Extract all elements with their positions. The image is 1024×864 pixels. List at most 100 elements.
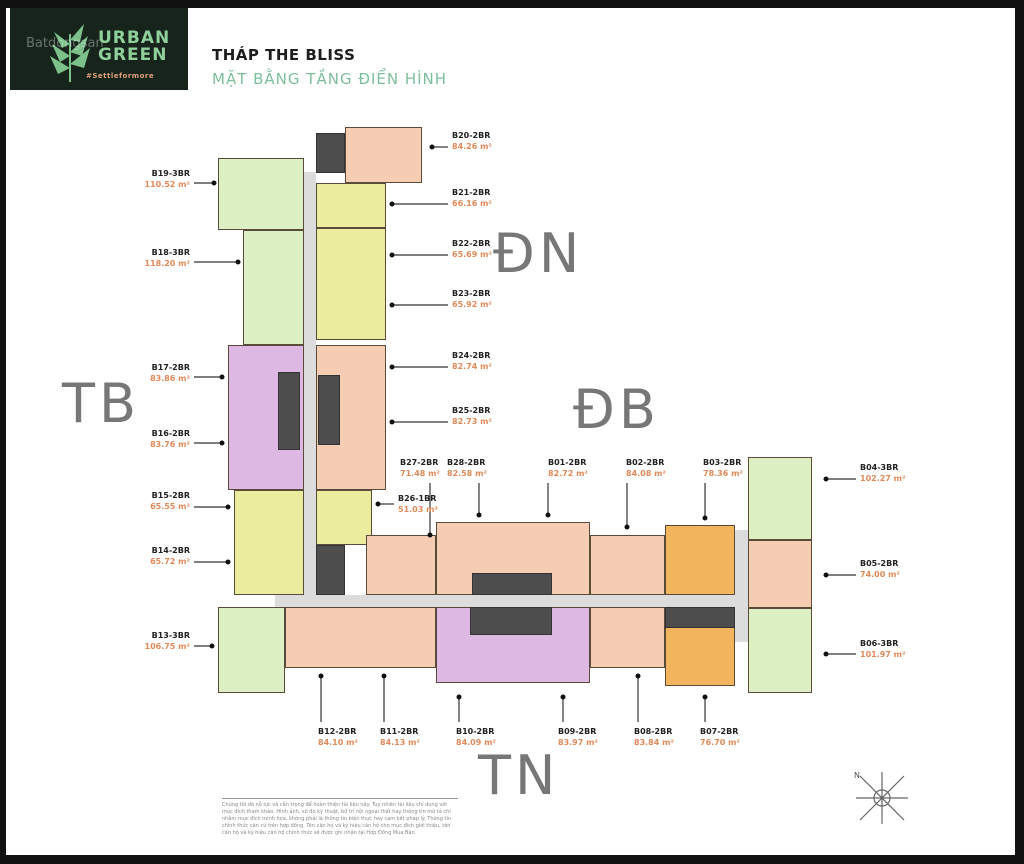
unit-block: [590, 607, 665, 668]
unit-name: B20-2BR: [452, 131, 491, 140]
direction-dn: ĐN: [493, 222, 584, 285]
pointer-dot: [823, 476, 829, 482]
pointer-dot: [702, 515, 708, 521]
unit-area: 82.74 m²: [452, 362, 492, 371]
core-block: [316, 133, 345, 173]
direction-db: ĐB: [573, 378, 660, 441]
compass-north-label: N: [854, 771, 860, 780]
pointer-dot: [225, 559, 231, 565]
unit-block: [748, 608, 812, 693]
pointer-dot: [225, 504, 231, 510]
pointer-dot: [429, 144, 435, 150]
unit-area: 106.75 m²: [144, 642, 191, 651]
unit-area: 71.48 m²: [400, 469, 440, 478]
unit-name: B23-2BR: [452, 289, 491, 298]
direction-tb: TB: [62, 372, 141, 435]
pointer-dot: [318, 673, 324, 679]
core-block: [318, 375, 340, 445]
unit-name: B03-2BR: [703, 458, 742, 467]
pointer-dot: [389, 201, 395, 207]
corridor: [275, 595, 750, 607]
unit-name: B27-2BR: [400, 458, 439, 467]
leaf-icon: [50, 24, 90, 82]
pointer-dot: [476, 512, 482, 518]
unit-area: 83.97 m²: [558, 738, 598, 747]
unit-name: B18-3BR: [151, 248, 190, 257]
unit-name: B12-2BR: [318, 727, 357, 736]
unit-area: 84.13 m²: [380, 738, 420, 747]
unit-label-b09: B09-2BR 83.97 m²: [558, 726, 598, 748]
unit-area: 82.58 m²: [447, 469, 487, 478]
unit-block: [366, 535, 436, 595]
unit-name: B21-2BR: [452, 188, 491, 197]
pointer-dot: [375, 501, 381, 507]
core-block: [665, 607, 735, 628]
unit-name: B09-2BR: [558, 727, 597, 736]
unit-name: B28-2BR: [447, 458, 486, 467]
unit-label-b27: B27-2BR 71.48 m²: [400, 457, 440, 479]
unit-block: [285, 607, 436, 668]
core-block: [316, 545, 345, 595]
unit-area: 110.52 m²: [144, 180, 191, 189]
unit-name: B07-2BR: [700, 727, 739, 736]
pointer-dot: [209, 643, 215, 649]
unit-label-b04: B04-3BR 102.27 m²: [860, 462, 906, 484]
unit-area: 82.73 m²: [452, 417, 492, 426]
unit-area: 83.84 m²: [634, 738, 674, 747]
unit-area: 83.86 m²: [150, 374, 190, 383]
pointer-dot: [545, 512, 551, 518]
pointer-dot: [235, 259, 241, 265]
unit-area: 102.27 m²: [860, 474, 906, 483]
watermark: Batdongsan: [26, 36, 104, 51]
unit-area: 65.72 m²: [150, 557, 190, 566]
corridor: [735, 530, 748, 642]
unit-area: 84.08 m²: [626, 469, 666, 478]
unit-label-b02: B02-2BR 84.08 m²: [626, 457, 666, 479]
unit-area: 51.03 m²: [398, 505, 438, 514]
floor-plan-sheet: [6, 8, 1015, 855]
pointer-dot: [219, 440, 225, 446]
pointer-dot: [635, 673, 641, 679]
pointer-dot: [389, 419, 395, 425]
unit-label-b28: B28-2BR 82.58 m²: [447, 457, 487, 479]
unit-name: B14-2BR: [151, 546, 190, 555]
unit-block: [316, 490, 372, 545]
unit-area: 65.55 m²: [150, 502, 190, 511]
unit-label-b14: B14-2BR 65.72 m²: [150, 545, 190, 567]
unit-area: 65.92 m²: [452, 300, 492, 309]
unit-label-b23: B23-2BR 65.92 m²: [452, 288, 492, 310]
unit-block: [748, 457, 812, 540]
pointer-dot: [389, 364, 395, 370]
unit-name: B05-2BR: [860, 559, 899, 568]
unit-block: [243, 230, 304, 345]
unit-name: B01-2BR: [548, 458, 587, 467]
pointer-dot: [381, 673, 387, 679]
unit-label-b25: B25-2BR 82.73 m²: [452, 405, 492, 427]
unit-name: B25-2BR: [452, 406, 491, 415]
unit-area: 65.69 m²: [452, 250, 492, 259]
pointer-dot: [389, 252, 395, 258]
pointer-dot: [823, 572, 829, 578]
unit-name: B06-3BR: [860, 639, 899, 648]
compass-icon: N: [854, 771, 908, 824]
unit-name: B04-3BR: [860, 463, 899, 472]
unit-name: B10-2BR: [456, 727, 495, 736]
pointer-dot: [389, 302, 395, 308]
unit-block: [748, 540, 812, 608]
unit-name: B02-2BR: [626, 458, 665, 467]
